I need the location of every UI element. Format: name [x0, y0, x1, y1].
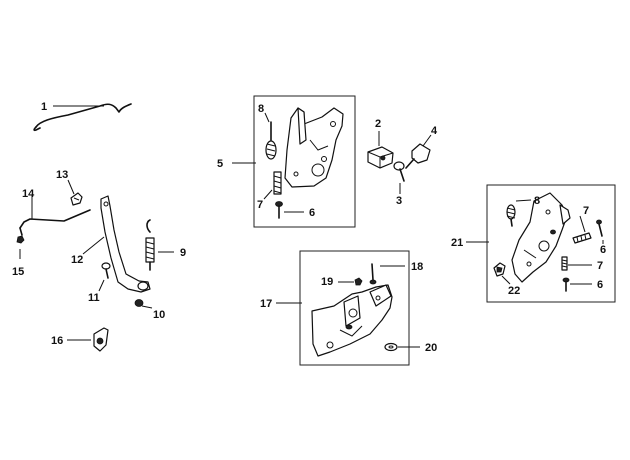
callout-16: 16 [51, 335, 63, 347]
callout-2: 2 [375, 118, 381, 130]
callout-5: 5 [217, 158, 223, 170]
leader-22 [501, 275, 511, 285]
part-22-clip [493, 262, 506, 277]
leader-11 [98, 279, 105, 292]
part-18-bolt [369, 263, 377, 285]
callout-11: 11 [88, 292, 100, 304]
part-16-bracket-clip [93, 327, 109, 352]
callout-17: 17 [260, 298, 272, 310]
part-8-torsion-spring-a [265, 121, 277, 160]
callout-6c: 6 [597, 279, 603, 291]
part-12-lever-arm [100, 195, 151, 293]
leader-7a [263, 189, 273, 200]
part-5-control-plate [284, 107, 344, 188]
part-10-nut [134, 299, 144, 307]
callout-15: 15 [12, 266, 24, 278]
callout-4: 4 [431, 125, 438, 137]
callout-8b: 8 [534, 195, 540, 207]
callout-6b: 6 [600, 244, 606, 256]
assembly-box-5 [253, 95, 356, 228]
part-15-nut [16, 235, 25, 244]
part-3-screw [393, 161, 405, 182]
callout-18: 18 [411, 261, 423, 273]
callout-14: 14 [22, 188, 35, 200]
part-7-spring-a [273, 171, 282, 195]
leader-4 [422, 134, 432, 147]
part-8-torsion-spring-b [506, 204, 516, 227]
assembly-box-17 [299, 250, 410, 366]
leader-13 [67, 179, 75, 195]
leader-8b [515, 199, 532, 202]
part-2-clamp-block [367, 146, 394, 169]
part-11-bolt [101, 262, 111, 279]
leader-10 [141, 305, 153, 309]
callout-7c: 7 [597, 260, 603, 272]
part-14-rod [19, 209, 91, 236]
callout-3: 3 [396, 195, 402, 207]
callout-8a: 8 [258, 103, 264, 115]
callout-20: 20 [425, 342, 437, 354]
callout-21: 21 [451, 237, 463, 249]
part-6-screw-a [275, 201, 283, 219]
part-17-governor-plate [311, 284, 393, 357]
part-1-link-wire [33, 103, 132, 132]
leader-7b [579, 215, 586, 233]
part-9-extension-spring [145, 219, 155, 271]
callout-22: 22 [508, 285, 520, 297]
part-13-clip [70, 192, 83, 206]
part-20-washer [384, 342, 398, 352]
assembly-box-21 [486, 184, 616, 303]
part-6-screw-b [596, 219, 603, 237]
part-4-shoulder-bolt [405, 143, 431, 169]
leader-8a [264, 112, 270, 123]
callout-7a: 7 [257, 199, 263, 211]
callout-13: 13 [56, 169, 68, 181]
part-7-spring-b [572, 232, 592, 244]
callout-1: 1 [41, 101, 47, 113]
leader-12 [82, 236, 105, 255]
callout-6a: 6 [309, 207, 315, 219]
part-7-spring-c [561, 256, 568, 271]
callout-10: 10 [153, 309, 165, 321]
callout-12: 12 [71, 254, 83, 266]
callout-19: 19 [321, 276, 333, 288]
part-21-control-bracket [511, 192, 571, 283]
part-6-screw-c [562, 277, 570, 292]
callout-9: 9 [180, 247, 186, 259]
callout-7b: 7 [583, 205, 589, 217]
part-19-nut [354, 277, 363, 286]
